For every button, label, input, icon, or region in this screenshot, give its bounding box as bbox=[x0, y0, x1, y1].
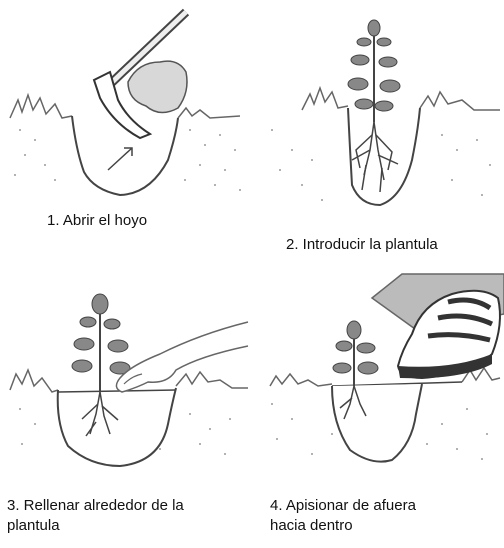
grass bbox=[302, 88, 348, 110]
step-3-panel: 3. Rellenar alrededor de la plantula bbox=[0, 274, 252, 548]
grass bbox=[10, 95, 72, 118]
caption-line: 1. Abrir el hoyo bbox=[47, 211, 147, 231]
step-2-illustration bbox=[252, 0, 504, 274]
step-4-panel: 4. Apisionar de afuera hacia dentro bbox=[252, 274, 504, 548]
step-1-panel: 1. Abrir el hoyo bbox=[0, 0, 252, 274]
caption-line: 2. Introducir la plantula bbox=[286, 235, 438, 255]
step-2-caption: 2. Introducir la plantula bbox=[286, 235, 438, 255]
grass bbox=[10, 370, 58, 392]
step-1-caption: 1. Abrir el hoyo bbox=[47, 211, 147, 231]
grass-right bbox=[178, 108, 240, 118]
grass bbox=[270, 374, 332, 386]
step-1-illustration bbox=[0, 0, 252, 274]
hole bbox=[332, 384, 422, 462]
grass-right bbox=[176, 372, 248, 388]
step-4-caption: 4. Apisionar de afuera hacia dentro bbox=[270, 496, 416, 536]
hole bbox=[58, 388, 176, 466]
caption-line: plantula bbox=[7, 516, 184, 536]
hand bbox=[116, 322, 248, 392]
grass-right bbox=[420, 92, 500, 110]
step-2-panel: 2. Introducir la plantula bbox=[252, 0, 504, 274]
soil-pile bbox=[128, 61, 187, 112]
step-3-caption: 3. Rellenar alrededor de la plantula bbox=[7, 496, 184, 536]
caption-line: 4. Apisionar de afuera bbox=[270, 496, 416, 516]
leaves bbox=[333, 321, 378, 374]
caption-line: 3. Rellenar alrededor de la bbox=[7, 496, 184, 516]
caption-line: hacia dentro bbox=[270, 516, 416, 536]
